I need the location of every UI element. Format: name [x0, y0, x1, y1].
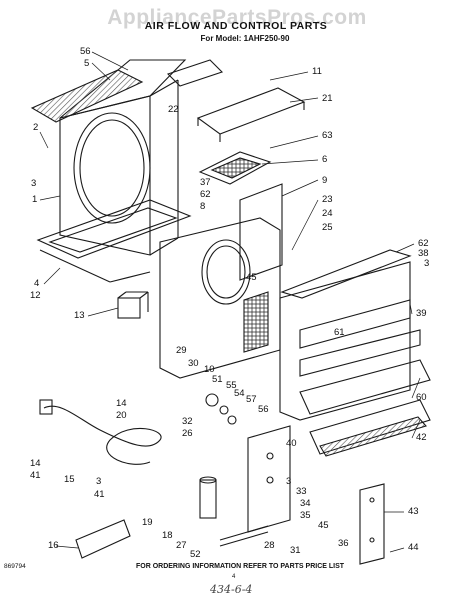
drain-tray-part: [36, 199, 192, 283]
callout-10: 10: [204, 364, 215, 375]
callout-23: 23: [322, 194, 333, 205]
callout-38: 38: [418, 248, 429, 259]
callout-50b: 45: [318, 520, 329, 531]
callout-43: 43: [408, 506, 419, 517]
callout-61: 61: [334, 327, 345, 338]
callout-40: 40: [286, 438, 297, 449]
callout-14a: 14: [116, 398, 127, 409]
callout-28: 28: [264, 540, 275, 551]
callout-26: 26: [182, 428, 193, 439]
callout-56: 55: [226, 380, 237, 391]
callout-1: 1: [32, 194, 37, 205]
control-knobs-part: [205, 393, 237, 425]
callout-3d: 3: [286, 476, 291, 487]
callout-9: 9: [322, 175, 327, 186]
callout-33: 33: [296, 486, 307, 497]
callout-12: 12: [30, 290, 41, 301]
power-cord-part: [39, 399, 162, 465]
callout-36: 36: [338, 538, 349, 549]
ordering-note: FOR ORDERING INFORMATION REFER TO PARTS …: [135, 563, 345, 570]
top-cover-part: [196, 87, 306, 142]
model-number: For Model: 1AHF250-90: [200, 34, 290, 43]
air-grille-part: [198, 151, 272, 185]
callout-30: 30: [188, 358, 199, 369]
handwritten-note: 434-6-4: [210, 583, 253, 596]
callout-59: 62: [200, 189, 211, 200]
callout-21: 21: [322, 93, 333, 104]
callout-41: 41: [94, 489, 105, 500]
callout-labels: 56 5 2 3 1 4 12 13 22 37 62 8 11 21 63 6…: [30, 46, 429, 560]
center-bulkhead-part: [159, 217, 281, 379]
callout-63: 63: [322, 130, 333, 141]
callout-11: 11: [312, 66, 322, 77]
callout-32: 32: [182, 416, 193, 427]
watermark-text: AppliancePartsPros.com: [107, 6, 367, 29]
callout-16: 16: [48, 540, 59, 551]
page-number: 4: [232, 574, 236, 580]
callout-20: 20: [116, 410, 127, 421]
callout-15: 15: [64, 474, 75, 485]
callout-5: 5: [84, 58, 89, 69]
callout-42: 42: [416, 432, 427, 443]
air-filter-part: [30, 69, 144, 123]
callout-45: 41: [30, 470, 41, 481]
callout-4: 4: [34, 278, 39, 289]
callout-6: 6: [322, 154, 327, 165]
callout-27: 27: [176, 540, 187, 551]
callout-35: 35: [300, 510, 311, 521]
callout-2: 2: [33, 122, 38, 133]
callout-19: 19: [142, 517, 153, 528]
callout-34: 34: [300, 498, 311, 509]
diagram-title: AIR FLOW AND CONTROL PARTS: [144, 20, 328, 32]
divider-panel-part: [239, 183, 283, 281]
callout-3b: 3: [424, 258, 429, 269]
leader-lines: [39, 51, 421, 553]
top-rail-part: [280, 249, 412, 299]
heater-element-part: [219, 525, 269, 547]
callout-18: 18: [162, 530, 173, 541]
callout-60: 60: [416, 392, 427, 403]
callout-50a: 45: [246, 272, 257, 283]
capacitor-part: [199, 476, 217, 519]
side-panel-part: [359, 483, 385, 565]
callout-51: 56: [80, 46, 91, 57]
callout-14b: 14: [30, 458, 41, 469]
base-pan-part: [279, 261, 421, 421]
control-panel-part: [247, 425, 291, 533]
callout-37: 37: [200, 177, 211, 188]
top-bracket-part: [166, 59, 224, 87]
callout-31: 31: [290, 545, 301, 556]
callout-52: 51: [212, 374, 223, 385]
callout-8: 8: [200, 201, 205, 212]
callout-29: 29: [176, 345, 187, 356]
callout-62: 62: [418, 238, 429, 249]
callout-13: 13: [74, 310, 85, 321]
control-box-part: [117, 291, 149, 319]
bottom-filter-part: [309, 399, 431, 457]
callout-25: 25: [322, 222, 333, 233]
callout-58: 57: [246, 394, 257, 405]
condensate-pan-part: [299, 359, 431, 415]
callout-24: 24: [322, 208, 333, 219]
callout-39: 39: [416, 308, 427, 319]
callout-22: 22: [168, 104, 179, 115]
callout-3a: 3: [31, 178, 36, 189]
callout-3c: 3: [96, 476, 101, 487]
callout-57: 56: [258, 404, 269, 415]
callout-44: 44: [408, 542, 419, 553]
callout-54: 52: [190, 549, 201, 560]
callout-55: 54: [234, 388, 245, 399]
mounting-bracket-part: [75, 519, 131, 559]
diagram-code: 869794: [4, 563, 26, 570]
